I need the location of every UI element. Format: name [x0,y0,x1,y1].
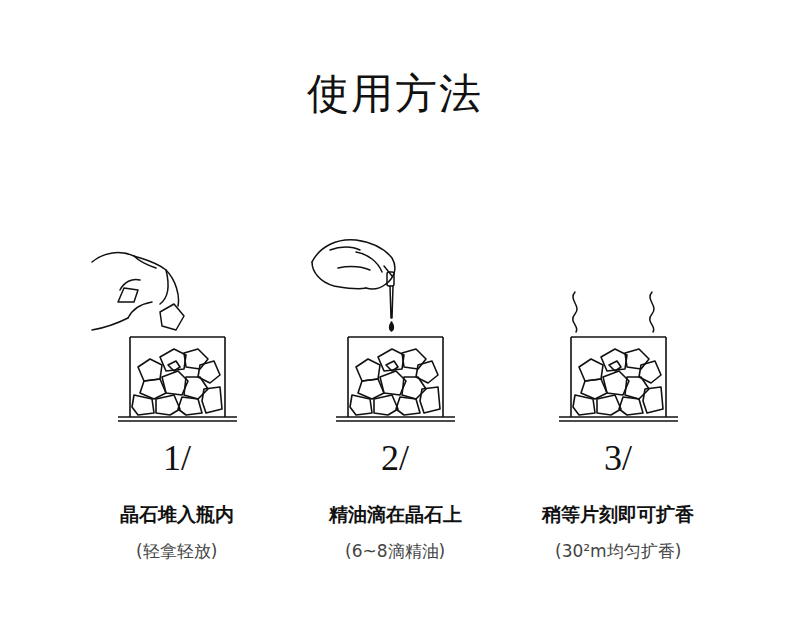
step-number: 2/ [381,437,409,479]
step-number: 3/ [604,437,632,479]
step-number: 1/ [163,437,191,479]
jar [336,337,455,421]
hand [92,253,184,330]
step-note: (30²m均匀扩香) [555,540,681,563]
title: 使用方法 [307,66,483,122]
step-note: (6~8滴精油) [345,540,445,563]
steam [573,292,654,332]
step-title: 精油滴在晶石上 [329,502,462,528]
hand-dropper [312,240,395,331]
step-note: (轻拿轻放) [136,540,217,563]
step-title: 晶石堆入瓶内 [120,502,234,528]
step-title: 稍等片刻即可扩香 [542,502,694,528]
jar [118,337,237,421]
jar [559,337,678,421]
